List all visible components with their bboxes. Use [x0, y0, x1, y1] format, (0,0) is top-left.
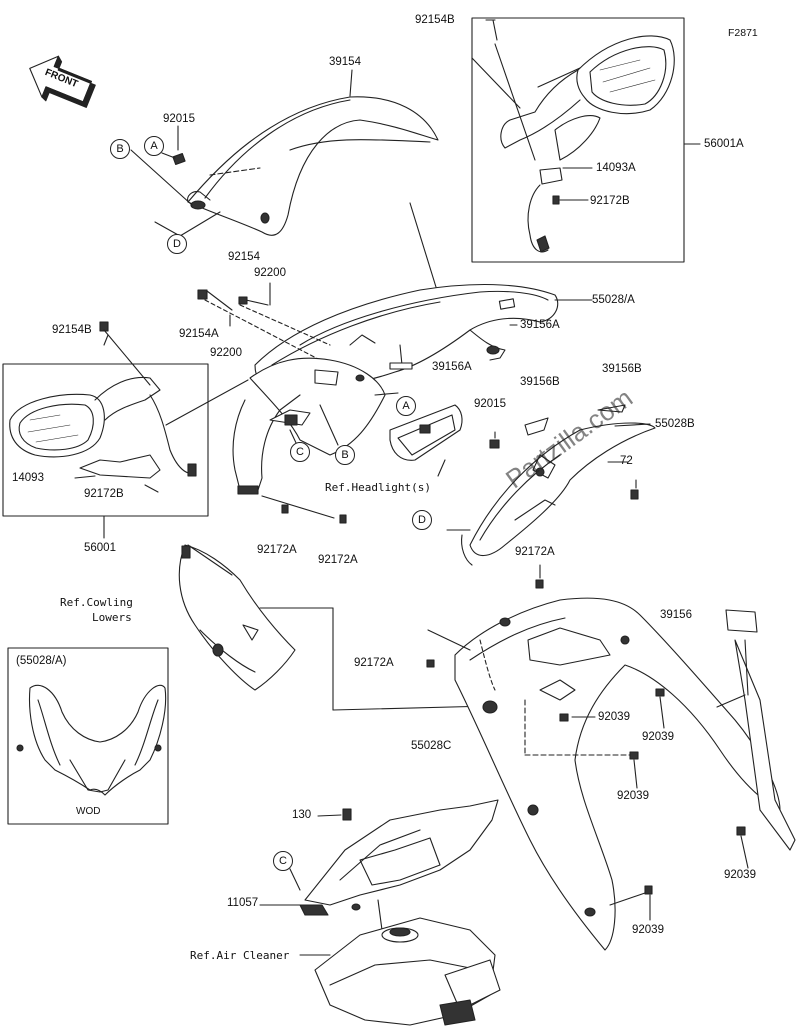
windscreen-part [187, 96, 439, 236]
part-label-92154b-left[interactable]: 92154B [52, 324, 92, 336]
callout-b-mid[interactable]: B [335, 445, 355, 465]
part-label-14093[interactable]: 14093 [12, 472, 44, 484]
part-label-39156a-1[interactable]: 39156A [520, 319, 560, 331]
callout-d-top[interactable]: D [167, 234, 187, 254]
part-label-92200-b[interactable]: 92200 [210, 347, 242, 359]
part-label-92172a-2[interactable]: 92172A [318, 554, 358, 566]
part-label-92039-4[interactable]: 92039 [724, 869, 756, 881]
part-label-92172-partial[interactable]: 72 [620, 455, 633, 467]
part-label-92154a[interactable]: 92154A [179, 328, 219, 340]
lower-bracket-part [299, 799, 499, 916]
air-cleaner-ref-part [314, 917, 501, 1026]
callout-b-top[interactable]: B [110, 139, 130, 159]
side-cowl-lower-part [454, 597, 781, 951]
part-label-92172a-1[interactable]: 92172A [257, 544, 297, 556]
cowling-lowers-ref-part [178, 544, 296, 691]
mirror-left-part [9, 376, 197, 479]
part-label-92039-5[interactable]: 92039 [632, 924, 664, 936]
callout-d-mid[interactable]: D [412, 510, 432, 530]
part-label-92015-mid[interactable]: 92015 [474, 398, 506, 410]
part-label-92172a-4[interactable]: 92172A [354, 657, 394, 669]
part-label-14093a[interactable]: 14093A [596, 162, 636, 174]
part-label-55028b[interactable]: 55028B [655, 418, 695, 430]
ref-cowling-lowers-line2[interactable]: Lowers [92, 611, 132, 624]
part-label-11057[interactable]: 11057 [227, 897, 259, 909]
ref-cowling-lowers-line1[interactable]: Ref.Cowling [60, 596, 133, 609]
callout-c-mid[interactable]: C [290, 442, 310, 462]
callout-a-mid[interactable]: A [396, 396, 416, 416]
part-label-92172b-left[interactable]: 92172B [84, 488, 124, 500]
headlight-ref-part [389, 404, 463, 461]
callout-a-top[interactable]: A [144, 136, 164, 156]
part-label-56001a[interactable]: 56001A [704, 138, 744, 150]
part-label-92039-2[interactable]: 92039 [642, 731, 674, 743]
front-arrow-icon [29, 55, 96, 108]
part-label-92154b-top[interactable]: 92154B [415, 14, 455, 26]
mirror-right-part [492, 19, 675, 253]
ref-air-cleaner[interactable]: Ref.Air Cleaner [190, 949, 290, 962]
inset-cowl-part [16, 684, 167, 796]
part-label-130[interactable]: 130 [292, 809, 312, 821]
part-label-92039-3[interactable]: 92039 [617, 790, 649, 802]
ref-headlight[interactable]: Ref.Headlight(s) [325, 481, 431, 494]
part-label-92154[interactable]: 92154 [228, 251, 260, 263]
inset-title: (55028/A) [16, 655, 67, 667]
figure-id: F2871 [728, 27, 758, 39]
part-label-92200-a[interactable]: 92200 [254, 267, 286, 279]
callout-c-bottom[interactable]: C [273, 851, 293, 871]
part-label-39156b-2[interactable]: 39156B [602, 363, 642, 375]
part-label-55028a[interactable]: 55028/A [592, 294, 635, 306]
part-label-92015-top[interactable]: 92015 [163, 113, 195, 125]
part-label-39156[interactable]: 39156 [660, 609, 692, 621]
inner-panel-part [249, 357, 386, 456]
part-label-39156a-2[interactable]: 39156A [432, 361, 472, 373]
side-cowl-right-part [461, 422, 656, 566]
part-label-92172a-3[interactable]: 92172A [515, 546, 555, 558]
inset-note: WOD [76, 806, 101, 817]
part-label-39156b-1[interactable]: 39156B [520, 376, 560, 388]
part-label-39154[interactable]: 39154 [329, 56, 361, 68]
part-label-92039-1[interactable]: 92039 [598, 711, 630, 723]
part-label-55028c[interactable]: 55028C [411, 740, 452, 752]
part-label-56001[interactable]: 56001 [84, 542, 116, 554]
part-label-92172b-right[interactable]: 92172B [590, 195, 630, 207]
